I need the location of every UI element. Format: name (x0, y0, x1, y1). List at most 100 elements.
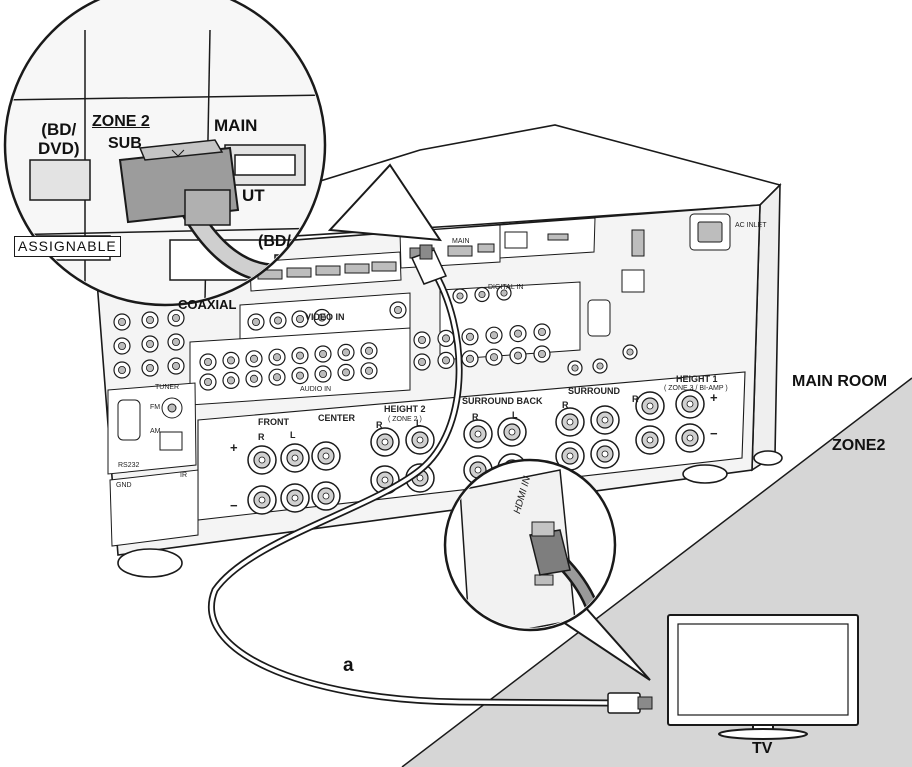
rs232-port-icon (588, 300, 610, 336)
cable-label: a (343, 655, 354, 677)
zoom-bubble-tv (445, 460, 650, 680)
speaker-terminal-icon (636, 392, 664, 420)
rca-jack-center (250, 375, 257, 382)
tv-icon (668, 615, 858, 739)
height2-label: HEIGHT 2 (384, 404, 426, 414)
rca-jack-center (466, 333, 473, 340)
front-plus-label: + (230, 440, 238, 455)
front-label: FRONT (258, 417, 289, 427)
rca-jack-center (597, 363, 603, 369)
zoom-zone2-label: ZONE 2 (92, 112, 150, 131)
rca-jack-center (250, 355, 257, 362)
rca-jack-center (118, 342, 125, 349)
rca-jack-center (204, 378, 211, 385)
rca-jack-center (274, 317, 281, 324)
rca-jack-center (365, 347, 372, 354)
digital-in-label: DIGITAL IN (488, 284, 523, 291)
rca-jack-center (296, 352, 303, 359)
height2-l-label: L (416, 418, 422, 428)
height1-minus-label: − (710, 426, 718, 441)
speaker-terminal-icon (498, 418, 526, 446)
zoom-bd-dvd-label: (BD/ DVD) (38, 120, 80, 158)
rca-jack-center (365, 367, 372, 374)
coaxial-label: COAXIAL (178, 295, 237, 314)
rca-jack-center (466, 355, 473, 362)
hdmi-port-icon (632, 230, 644, 256)
rca-jack-center (514, 330, 521, 337)
rca-jack-center (252, 318, 259, 325)
ac-inlet-label: AC INLET (735, 222, 767, 229)
speaker-terminal-icon (406, 426, 434, 454)
rca-jack-center (146, 340, 153, 347)
rca-jack-center (514, 352, 521, 359)
rca-jack-center (418, 358, 425, 365)
rca-jack-center (457, 293, 463, 299)
rca-jack-center (572, 365, 578, 371)
speaker-terminal-icon (281, 444, 309, 472)
speaker-terminal-icon (248, 486, 276, 514)
speaker-terminal-icon (556, 408, 584, 436)
audio-in-label: AUDIO IN (300, 386, 331, 393)
fm-label: FM (150, 404, 160, 411)
hdmi-port-icon (535, 575, 553, 585)
rca-jack-center (146, 364, 153, 371)
speaker-terminal-icon (676, 390, 704, 418)
rca-jack-center (296, 315, 303, 322)
speaker-terminal-icon (281, 484, 309, 512)
video-in-label: VIDEO IN (305, 312, 345, 322)
rca-jack-center (538, 328, 545, 335)
rca-jack-center (204, 358, 211, 365)
hdmi-port-icon (478, 244, 494, 252)
gnd-label: GND (116, 482, 132, 489)
hdmi-port-icon (345, 264, 369, 273)
speaker-terminal-icon (591, 440, 619, 468)
speaker-terminal-icon (312, 442, 340, 470)
speaker-terminal-icon (312, 482, 340, 510)
zoom-main-label: MAIN (214, 116, 257, 135)
rca-jack-center (172, 338, 179, 345)
rca-jack-center (227, 357, 234, 364)
rca-jack-center (273, 374, 280, 381)
height2-r-label: R (376, 420, 383, 430)
zoom-out-label: UT (242, 186, 265, 205)
network-port-icon (505, 232, 527, 248)
speaker-terminal-icon (676, 424, 704, 452)
rca-jack-center (319, 350, 326, 357)
height1-sub-label: ( ZONE 3 / BI-AMP ) (664, 385, 728, 392)
hdmi-port-icon (448, 246, 472, 256)
receiver-foot (118, 549, 182, 577)
rca-jack-center (146, 316, 153, 323)
tv-label: TV (752, 740, 772, 758)
rca-jack-center (172, 362, 179, 369)
rca-jack-center (296, 372, 303, 379)
surround-back-r-label: R (472, 412, 479, 422)
hdmi-port-icon (316, 266, 340, 275)
height1-r-label: R (632, 394, 639, 404)
center-label: CENTER (318, 413, 355, 423)
rca-jack-center (490, 354, 497, 361)
rca-jack-center (118, 366, 125, 373)
receiver-foot (683, 465, 727, 483)
rs232-label: RS232 (118, 462, 139, 469)
speaker-terminal-icon (371, 428, 399, 456)
rca-jack-center (442, 357, 449, 364)
speaker-terminal-icon (636, 426, 664, 454)
zoom-assignable-label: ASSIGNABLE (14, 236, 121, 257)
hdmi-main-label: MAIN (452, 238, 470, 245)
rca-jack-center (479, 291, 485, 297)
speaker-terminal-icon (248, 446, 276, 474)
rca-jack-center (342, 369, 349, 376)
zoom-sub-label: SUB (108, 134, 142, 153)
rca-jack-center (442, 335, 449, 342)
height1-plus-label: + (710, 390, 718, 405)
hdmi-plug-icon (608, 693, 640, 713)
main-room-label: MAIN ROOM (792, 373, 887, 391)
rca-jack-center (342, 349, 349, 356)
front-minus-label: − (230, 498, 238, 513)
height1-label: HEIGHT 1 (676, 374, 718, 384)
zoom-bd-partial-label: (BD/ (258, 232, 291, 251)
rca-jack-center (319, 370, 326, 377)
surround-back-label: SURROUND BACK (462, 396, 543, 406)
front-r-label: R (258, 432, 265, 442)
speaker-terminal-icon (591, 406, 619, 434)
